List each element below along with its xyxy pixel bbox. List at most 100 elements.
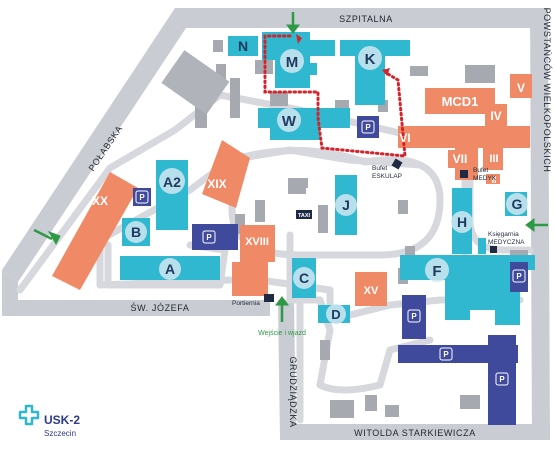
grey-building bbox=[318, 205, 328, 233]
grey-building bbox=[398, 200, 408, 214]
building-f-label: F bbox=[432, 263, 441, 280]
grey-building bbox=[161, 50, 230, 115]
label-w: W bbox=[277, 108, 301, 132]
road-polabska bbox=[2, 8, 190, 282]
usk2-logo: USK-2 Szczecin bbox=[18, 404, 80, 438]
label-m: M bbox=[280, 49, 304, 73]
label-a: A bbox=[159, 258, 181, 280]
building-j-label: J bbox=[342, 197, 350, 213]
svg-text:P: P bbox=[411, 312, 417, 321]
ksiegarnia-line2: MEDYCZNA bbox=[488, 239, 525, 246]
street-sw-jozefa: ŚW. JÓZEFA bbox=[130, 302, 189, 313]
building-xviii-label: XVIII bbox=[245, 236, 269, 248]
building-vii bbox=[448, 150, 470, 168]
taxi-label: TAXI bbox=[298, 213, 311, 219]
building-iii-label: III bbox=[489, 153, 498, 165]
building-g-label: G bbox=[512, 196, 523, 212]
parking-right bbox=[510, 262, 528, 292]
label-d: D bbox=[326, 304, 346, 324]
building-cyan-small bbox=[478, 238, 486, 254]
building-b-label: B bbox=[131, 224, 141, 240]
road-szpitalna bbox=[175, 8, 540, 28]
building-a2-label: A2 bbox=[163, 174, 181, 190]
logo-city: Szczecin bbox=[44, 429, 76, 438]
label-b: B bbox=[125, 221, 147, 243]
parking-d bbox=[402, 295, 426, 339]
building-iv bbox=[485, 104, 507, 126]
arrow-icon bbox=[286, 12, 300, 34]
markers bbox=[264, 158, 497, 302]
bufet-eskulap-marker bbox=[391, 158, 403, 170]
grey-building bbox=[230, 78, 240, 118]
bufet-medyk-line1: Bufet bbox=[473, 167, 488, 174]
building-k bbox=[340, 40, 410, 105]
street-starkiewicza: WITOLDA STARKIEWICZA bbox=[354, 428, 476, 438]
parking-icon: P bbox=[512, 269, 526, 283]
arrow-icon bbox=[275, 296, 289, 322]
grey-building bbox=[335, 100, 349, 110]
building-n bbox=[228, 36, 258, 56]
grey-building bbox=[330, 400, 354, 418]
route-path bbox=[263, 34, 407, 158]
building-labels: N M K W MCD1 V IV VI III II VII G H bbox=[92, 38, 528, 324]
ksiegarnia-line1: Księgarnia bbox=[488, 231, 519, 238]
grey-building bbox=[378, 100, 388, 112]
grey-building bbox=[213, 40, 223, 52]
svg-text:P: P bbox=[139, 193, 145, 202]
building-m-label: M bbox=[286, 54, 299, 71]
salmon-buildings bbox=[52, 74, 532, 306]
building-xv bbox=[355, 272, 387, 306]
building-vi-label: VI bbox=[399, 131, 410, 145]
grey-building bbox=[235, 214, 245, 234]
cross-logo-icon bbox=[18, 404, 40, 426]
roads bbox=[2, 8, 550, 440]
building-ii bbox=[486, 174, 500, 184]
building-xv-label: XV bbox=[364, 285, 379, 297]
road-sw-jozefa bbox=[2, 270, 270, 316]
building-xix bbox=[202, 140, 250, 208]
grey-building bbox=[465, 65, 495, 83]
parking-bottom-right bbox=[488, 335, 516, 425]
grey-building bbox=[460, 395, 480, 409]
parking-icon: P bbox=[202, 230, 216, 244]
parking-icon: P bbox=[135, 190, 149, 204]
grey-building bbox=[298, 178, 308, 188]
ksiegarnia-marker bbox=[490, 246, 497, 253]
label-h: H bbox=[451, 211, 473, 233]
road-grudziadzka bbox=[278, 300, 296, 440]
label-g: G bbox=[506, 193, 528, 215]
building-d-label: D bbox=[331, 307, 340, 322]
road-starkiewicza bbox=[280, 424, 550, 440]
bufet-medyk-line2: MEDYK bbox=[473, 175, 497, 182]
bufet-medyk-marker bbox=[460, 170, 468, 178]
svg-text:P: P bbox=[499, 375, 505, 384]
grey-building bbox=[410, 66, 428, 76]
grey-building bbox=[320, 340, 330, 360]
building-c-label: C bbox=[299, 270, 309, 286]
building-mcd1-label: MCD1 bbox=[442, 94, 479, 109]
building-v bbox=[510, 74, 532, 98]
bufet-eskulap-line1: Bufet bbox=[372, 165, 387, 172]
bufet-eskulap-line2: ESKULAP bbox=[372, 173, 402, 180]
label-k: K bbox=[358, 46, 382, 70]
street-szpitalna: SZPITALNA bbox=[339, 14, 393, 24]
building-v-label: V bbox=[517, 81, 525, 95]
label-f: F bbox=[425, 258, 449, 282]
label-n: N bbox=[238, 38, 248, 54]
svg-text:P: P bbox=[516, 272, 522, 281]
building-cyan-small bbox=[305, 63, 317, 75]
grey-building bbox=[270, 92, 288, 106]
arrow-icon bbox=[33, 228, 61, 246]
grey-building bbox=[255, 200, 265, 222]
building-w bbox=[258, 108, 350, 140]
label-a2: A2 bbox=[159, 168, 185, 194]
entrance-arrows bbox=[33, 12, 548, 322]
building-w-label: W bbox=[282, 113, 297, 130]
building-iii bbox=[483, 148, 503, 170]
grey-building bbox=[365, 395, 377, 411]
building-xviii bbox=[232, 225, 275, 296]
portiernia-label: Portiernia bbox=[232, 300, 260, 307]
svg-text:P: P bbox=[365, 123, 371, 132]
parking-icon: P bbox=[439, 347, 453, 361]
